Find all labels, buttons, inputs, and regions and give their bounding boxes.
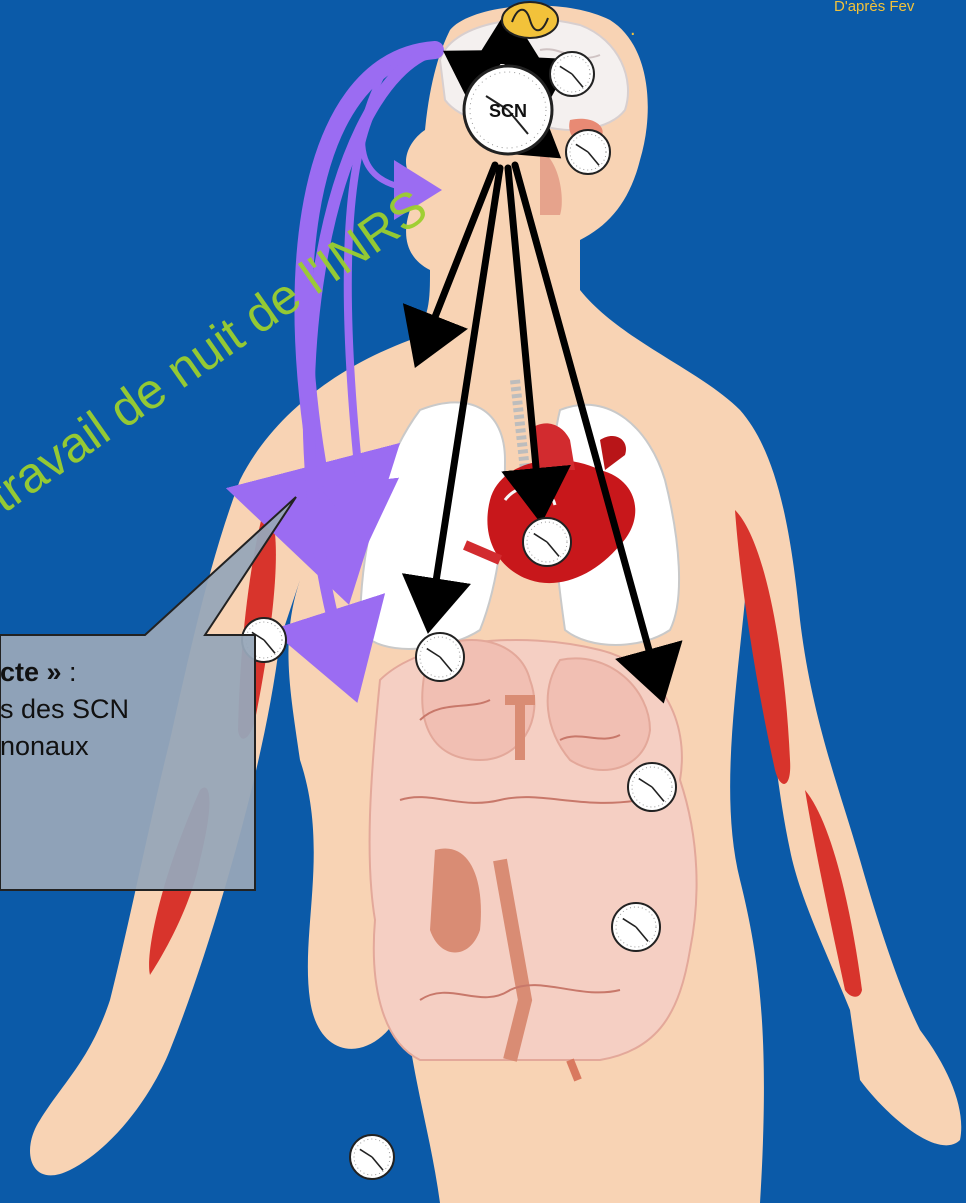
callout-line2: s des SCN [0,691,250,728]
callout-text: cte » : s des SCN nonaux [0,640,250,765]
callout-line1-rest: : [62,657,77,687]
callout-line4: nonaux [0,728,250,765]
callout-line1-bold: cte » [0,657,62,687]
